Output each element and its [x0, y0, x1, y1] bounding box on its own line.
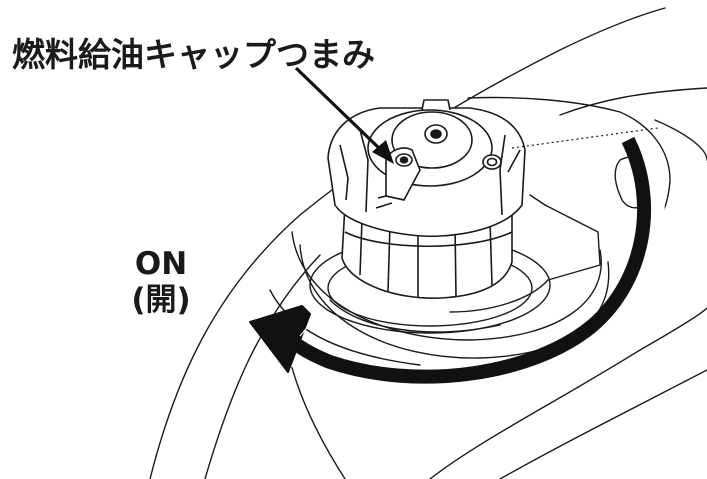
tank-body	[149, 7, 707, 479]
rotation-state-sub-label: (開)	[131, 282, 191, 318]
fuel-cap-knob-label: 燃料給油キャップつまみ	[12, 35, 375, 74]
fuel-cap	[327, 99, 526, 299]
rotation-state-label: ON	[134, 246, 188, 282]
rotation-arrow	[249, 135, 665, 397]
callout-leader	[294, 66, 394, 164]
rotation-direction-label: ON (開)	[116, 246, 206, 318]
